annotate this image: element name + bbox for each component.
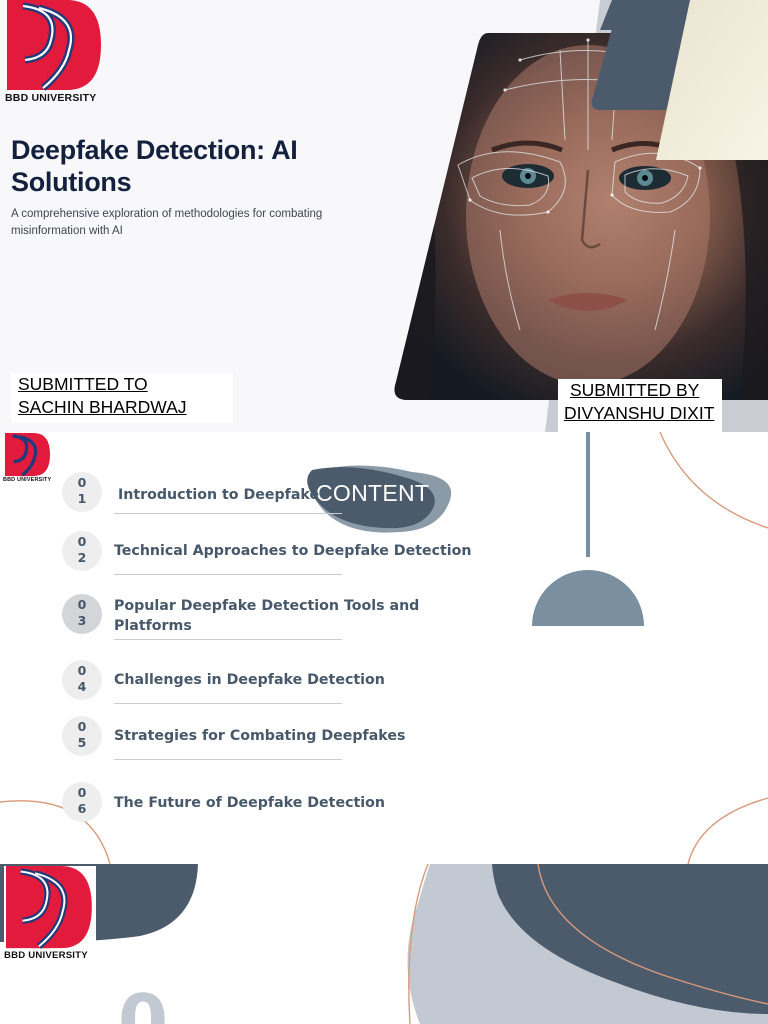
cream-panel: [656, 0, 768, 160]
toc-divider: [114, 639, 342, 640]
submitted-by-name: DIVYANSHU DIXIT: [564, 403, 715, 423]
heading-blob: [307, 467, 435, 529]
hero-graphic: [394, 0, 768, 432]
toc-label-3: Popular Deepfake Detection Tools and Pla…: [114, 598, 420, 634]
logo-caption: BBD UNIVERSITY: [5, 92, 97, 104]
presentation-title: Deepfake Detection: AI Solutions: [11, 135, 298, 197]
section-slide: 0 BBD UNIVERSITY: [0, 864, 768, 1024]
bbd-logo-mark-small: [4, 432, 50, 477]
bbd-logo-small: BBD UNIVERSITY: [3, 432, 51, 483]
contents-heading: CONTENT: [316, 480, 430, 506]
toc-divider: [114, 513, 342, 514]
toc-divider: [114, 759, 342, 760]
logo-caption-bottom: BBD UNIVERSITY: [4, 950, 88, 961]
lamp-cord: [586, 432, 590, 557]
submitted-to-label: SUBMITTED TO: [18, 374, 148, 394]
bbd-logo-mark: [7, 0, 101, 91]
title-slide: BBD UNIVERSITY Deepfake Detection: AI So…: [0, 0, 768, 432]
toc-label-4: Challenges in Deepfake Detection: [114, 672, 385, 688]
submitted-to-block: SUBMITTED TO SACHIN BHARDWAJ: [11, 373, 233, 423]
bbd-logo-mark-bottom: [6, 866, 92, 949]
slate-blob-right: [492, 864, 768, 1014]
lamp-shade: [532, 570, 644, 626]
bbd-logo: BBD UNIVERSITY: [5, 0, 101, 104]
section-decor: 0: [0, 864, 768, 1024]
submitted-to-name: SACHIN BHARDWAJ: [18, 397, 187, 417]
toc-label-1: Introduction to Deepfake: [118, 487, 320, 503]
toc-label-2: Technical Approaches to Deepfake Detecti…: [114, 543, 472, 559]
toc-divider: [114, 574, 342, 575]
toc-label-5: Strategies for Combating Deepfakes: [114, 728, 406, 744]
decor-curves: [0, 432, 768, 864]
bbd-logo-bottom: BBD UNIVERSITY: [4, 866, 96, 961]
toc-label-6: The Future of Deepfake Detection: [114, 795, 385, 811]
toc-divider: [114, 703, 342, 704]
submitted-by-label: SUBMITTED BY: [570, 380, 700, 400]
logo-caption-small: BBD UNIVERSITY: [3, 477, 52, 483]
presentation-subtitle: A comprehensive exploration of methodolo…: [11, 208, 323, 237]
partial-number: 0: [118, 979, 168, 1024]
submitted-by-block: SUBMITTED BY DIVYANSHU DIXIT: [558, 379, 723, 432]
